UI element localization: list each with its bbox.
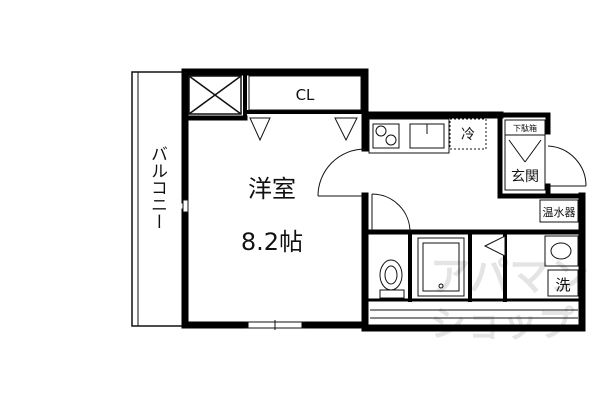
closet: CL	[248, 75, 362, 142]
shoe-box-label: 下駄箱	[513, 123, 537, 133]
doors	[317, 145, 587, 257]
main-room: 洋室 8.2帖	[241, 175, 303, 256]
washroom: 洗	[544, 235, 579, 297]
main-room-size: 8.2帖	[241, 228, 303, 256]
bathtub	[417, 237, 465, 297]
watermark-line1: アパマン	[430, 254, 589, 300]
washer-label: 洗	[555, 276, 570, 294]
water-heater-label: 温水器	[543, 206, 576, 219]
closet-label: CL	[296, 86, 315, 104]
balcony-label: バルコニー	[147, 145, 167, 230]
walls	[181, 68, 586, 332]
entrance-label: 玄関	[511, 168, 539, 185]
balcony: バルコニー	[131, 71, 185, 327]
windows	[182, 199, 578, 330]
fridge-label: 冷	[461, 127, 475, 143]
kitchen: 冷	[368, 118, 487, 154]
storage-box	[188, 75, 242, 115]
entrance: 下駄箱 玄関	[504, 119, 546, 191]
water-heater: 温水器	[539, 199, 579, 223]
main-room-name: 洋室	[248, 175, 296, 203]
toilet	[379, 259, 405, 299]
